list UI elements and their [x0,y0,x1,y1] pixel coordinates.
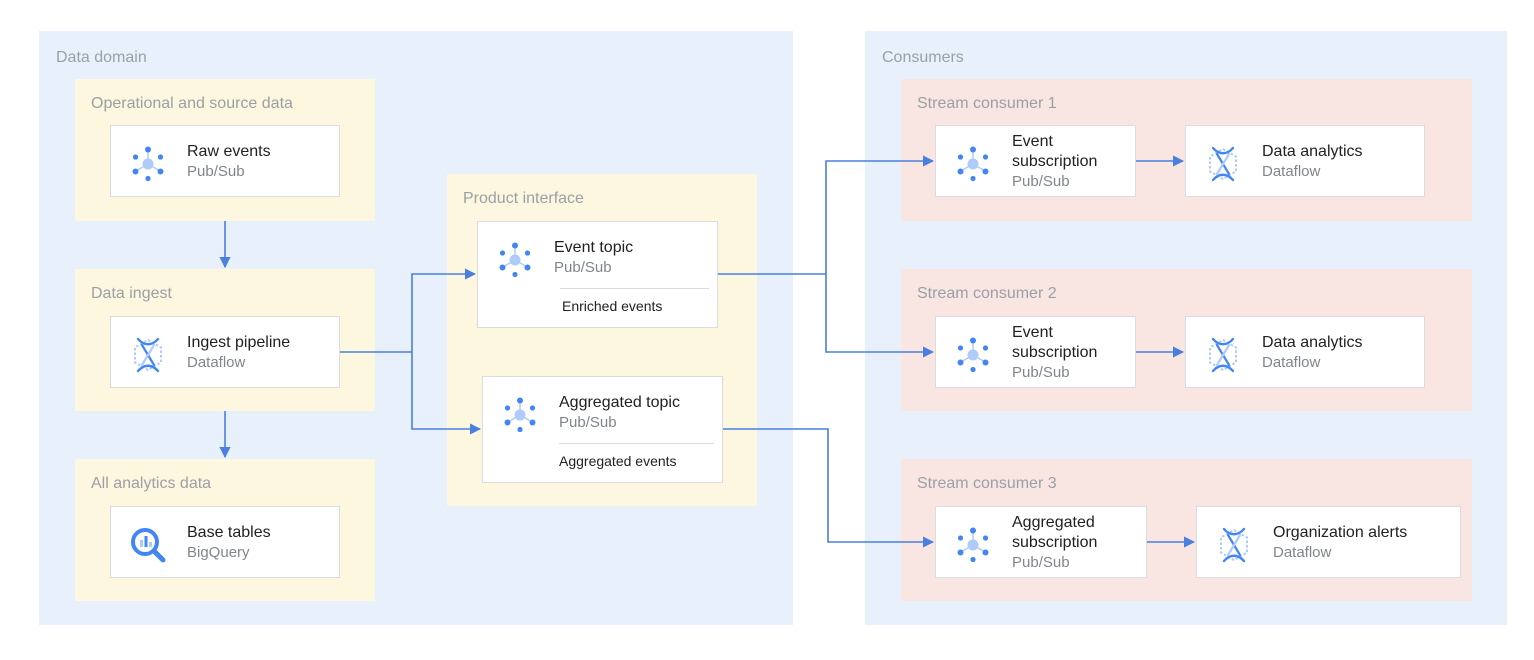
organization-alerts-card[interactable]: Organization alerts Dataflow [1196,506,1461,578]
consumers-title: Consumers [882,49,964,66]
event-topic-card[interactable]: Event topic Pub/Sub Enriched events [477,221,718,328]
card-service: Dataflow [1262,163,1321,180]
card-name: Data analytics [1262,143,1363,160]
pubsub-icon [954,145,992,183]
data-analytics-2-card[interactable]: Data analytics Dataflow [1185,316,1425,388]
card-service: Dataflow [1273,544,1332,561]
card-service: BigQuery [187,544,250,561]
card-service: Pub/Sub [1012,173,1070,190]
card-service: Pub/Sub [1012,364,1070,381]
pubsub-icon [501,396,539,434]
card-name: Organization alerts [1273,524,1408,541]
card-service: Dataflow [187,354,246,371]
card-name: Raw events [187,143,271,160]
data-analytics-1-card[interactable]: Data analytics Dataflow [1185,125,1425,197]
card-name: Event topic [554,239,634,256]
card-service: Dataflow [1262,354,1321,371]
card-name: Ingest pipeline [187,334,291,351]
card-service: Pub/Sub [554,259,612,276]
card-name: Base tables [187,524,271,541]
pubsub-icon [954,526,992,564]
card-name: Aggregated subscription [1012,514,1098,551]
card-divider [560,288,709,289]
card-name: Aggregated topic [559,394,680,411]
event-subscription-1-card[interactable]: Event subscription Pub/Sub [935,125,1136,197]
card-name: Data analytics [1262,334,1363,351]
card-service: Pub/Sub [187,163,245,180]
card-name: Event subscription [1012,133,1098,170]
card-divider [559,443,714,444]
card-note: Aggregated events [559,453,677,469]
dataflow-icon [129,336,167,374]
aggregated-subscription-3-card[interactable]: Aggregated subscription Pub/Sub [935,506,1147,578]
data-domain-title: Data domain [56,49,147,66]
aggregated-topic-card[interactable]: Aggregated topic Pub/Sub Aggregated even… [482,376,723,483]
group-title: Data ingest [91,285,172,302]
group-title: All analytics data [91,475,212,492]
pubsub-icon [954,336,992,374]
ingest-pipeline-card[interactable]: Ingest pipeline Dataflow [110,316,340,388]
card-service: Pub/Sub [559,414,617,431]
dataflow-icon [1204,145,1242,183]
group-title: Stream consumer 3 [917,475,1057,492]
event-subscription-2-card[interactable]: Event subscription Pub/Sub [935,316,1136,388]
dataflow-icon [1204,336,1242,374]
group-title: Stream consumer 2 [917,285,1057,302]
pubsub-icon [496,241,534,279]
card-name: Event subscription [1012,324,1098,361]
pubsub-icon [129,145,167,183]
card-service: Pub/Sub [1012,554,1070,571]
group-title: Product interface [463,190,584,207]
bigquery-icon [129,526,167,564]
group-title: Stream consumer 1 [917,95,1057,112]
base-tables-card[interactable]: Base tables BigQuery [110,506,340,578]
group-title: Operational and source data [91,95,293,112]
dataflow-icon [1215,526,1253,564]
card-note: Enriched events [562,298,663,314]
raw-events-card[interactable]: Raw events Pub/Sub [110,125,340,197]
